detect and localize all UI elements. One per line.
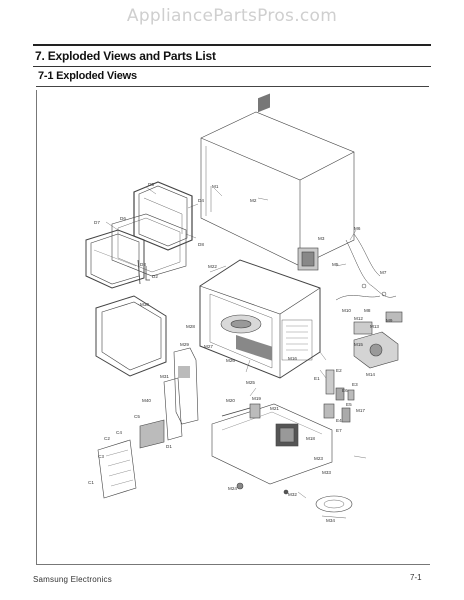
label-m24: M24 bbox=[228, 486, 237, 491]
section-rule bbox=[33, 66, 431, 67]
label-m32: M32 bbox=[288, 492, 297, 497]
label-e3: E3 bbox=[352, 382, 358, 387]
label-m15: M15 bbox=[354, 342, 363, 347]
wire-harness-part bbox=[335, 233, 397, 301]
label-e6: E6 bbox=[342, 388, 348, 393]
label-m30: M30 bbox=[140, 302, 149, 307]
transformer-part bbox=[297, 247, 319, 271]
label-m9: M9 bbox=[386, 318, 393, 323]
pcb-part bbox=[97, 419, 165, 499]
cabinet-part bbox=[200, 93, 355, 267]
label-m27: M27 bbox=[204, 344, 213, 349]
subsection-title: 7-1 Exploded Views bbox=[38, 70, 137, 82]
label-c3: C3 bbox=[98, 454, 104, 459]
subsection-rule bbox=[36, 86, 429, 87]
label-m2: M2 bbox=[250, 198, 257, 203]
label-c1: C1 bbox=[88, 480, 94, 485]
label-m17: M17 bbox=[356, 408, 365, 413]
label-m1: M1 bbox=[212, 184, 219, 189]
door-panel-part bbox=[111, 213, 187, 277]
exploded-view-drawing: D5 D4 D8 D6 D7 D3 D2 M1 M2 M30 M22 M6 M3… bbox=[85, 93, 403, 523]
door-screen-part bbox=[95, 295, 167, 377]
latch-parts bbox=[137, 259, 150, 285]
leader-lines bbox=[105, 186, 367, 499]
label-e5: E5 bbox=[346, 402, 352, 407]
label-m16: M16 bbox=[288, 356, 297, 361]
label-c4: C4 bbox=[116, 430, 122, 435]
label-m10: M10 bbox=[342, 308, 351, 313]
label-m22: M22 bbox=[208, 264, 217, 269]
footer-company: Samsung Electronics bbox=[33, 575, 112, 584]
label-m8: M8 bbox=[364, 308, 371, 313]
label-e1: E1 bbox=[314, 376, 320, 381]
label-e7: E7 bbox=[336, 428, 342, 433]
label-e4: E4 bbox=[336, 418, 342, 423]
door-switch-parts bbox=[323, 369, 355, 423]
label-d1: D1 bbox=[166, 444, 172, 449]
label-m29: M29 bbox=[180, 342, 189, 347]
turntable-part bbox=[236, 482, 353, 519]
label-m3: M3 bbox=[318, 236, 325, 241]
part-labels: D5 D4 D8 D6 D7 D3 D2 M1 M2 M30 M22 M6 M3… bbox=[88, 182, 393, 523]
label-d7: D7 bbox=[94, 220, 100, 225]
control-panel-part bbox=[163, 347, 199, 441]
drawing-frame bbox=[36, 90, 430, 565]
label-e2: E2 bbox=[336, 368, 342, 373]
label-m7: M7 bbox=[380, 270, 387, 275]
label-m14: M14 bbox=[366, 372, 375, 377]
label-m33: M33 bbox=[322, 470, 331, 475]
section-title: 7. Exploded Views and Parts List bbox=[35, 49, 216, 63]
label-m5: M5 bbox=[332, 262, 339, 267]
label-m26: M26 bbox=[226, 358, 235, 363]
label-m20: M20 bbox=[226, 398, 235, 403]
label-m12: M12 bbox=[354, 316, 363, 321]
label-m34: M34 bbox=[326, 518, 335, 523]
label-m13: M13 bbox=[370, 324, 379, 329]
label-m23: M23 bbox=[314, 456, 323, 461]
door-glass-part bbox=[85, 229, 145, 289]
label-c2: C2 bbox=[104, 436, 110, 441]
label-d8: D8 bbox=[198, 242, 204, 247]
label-m25: M25 bbox=[246, 380, 255, 385]
fan-motor-part bbox=[353, 331, 399, 369]
label-d2: D2 bbox=[152, 274, 158, 279]
cavity-chassis-part bbox=[199, 259, 321, 379]
footer-page-number: 7-1 bbox=[410, 573, 422, 582]
watermark: AppliancePartsPros.com bbox=[126, 6, 338, 26]
title-rule bbox=[33, 44, 431, 46]
label-m31: M31 bbox=[160, 374, 169, 379]
base-plate-part bbox=[211, 403, 333, 485]
label-m19: M19 bbox=[252, 396, 261, 401]
label-d5: D5 bbox=[148, 182, 154, 187]
label-m28: M28 bbox=[186, 324, 195, 329]
switch-assembly-part bbox=[353, 311, 403, 335]
label-m6: M6 bbox=[354, 226, 361, 231]
label-d3: D3 bbox=[140, 262, 146, 267]
label-m18: M18 bbox=[306, 436, 315, 441]
label-m40: M40 bbox=[142, 398, 151, 403]
label-m21: M21 bbox=[270, 406, 279, 411]
label-c5: C5 bbox=[134, 414, 140, 419]
label-d6: D6 bbox=[120, 216, 126, 221]
label-d4: D4 bbox=[198, 198, 204, 203]
